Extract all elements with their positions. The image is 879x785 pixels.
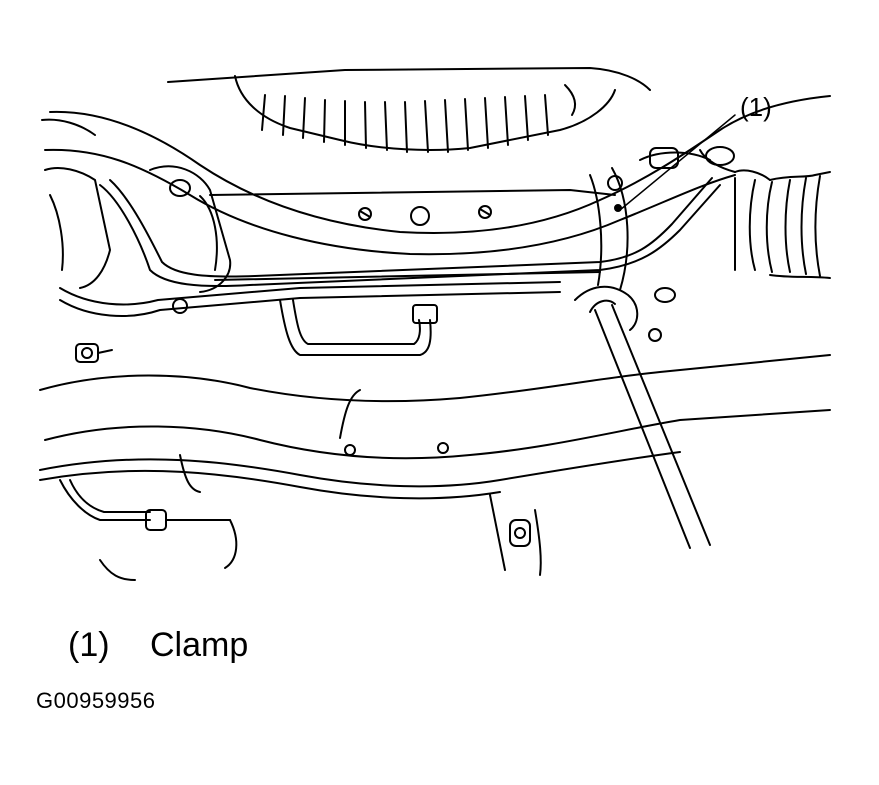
steering-pipes xyxy=(60,178,720,355)
screwdriver-tool xyxy=(590,301,710,548)
figure-id: G00959956 xyxy=(36,688,156,713)
legend-item: (1) Clamp xyxy=(68,626,248,665)
lower-bracket xyxy=(60,480,541,580)
rack-boot xyxy=(650,147,830,278)
clamp xyxy=(575,287,675,341)
legend-number: (1) xyxy=(68,626,110,664)
left-side-components xyxy=(42,120,112,362)
crossmember-upper xyxy=(45,96,830,254)
callout-number: (1) xyxy=(740,92,772,122)
callout-leader-line xyxy=(620,115,735,210)
engine-block xyxy=(168,68,650,152)
legend-label: Clamp xyxy=(150,626,249,664)
steering-gearbox xyxy=(150,153,710,314)
steering-rack-clamp-illustration xyxy=(0,0,879,600)
crossmember-lower xyxy=(40,355,830,498)
